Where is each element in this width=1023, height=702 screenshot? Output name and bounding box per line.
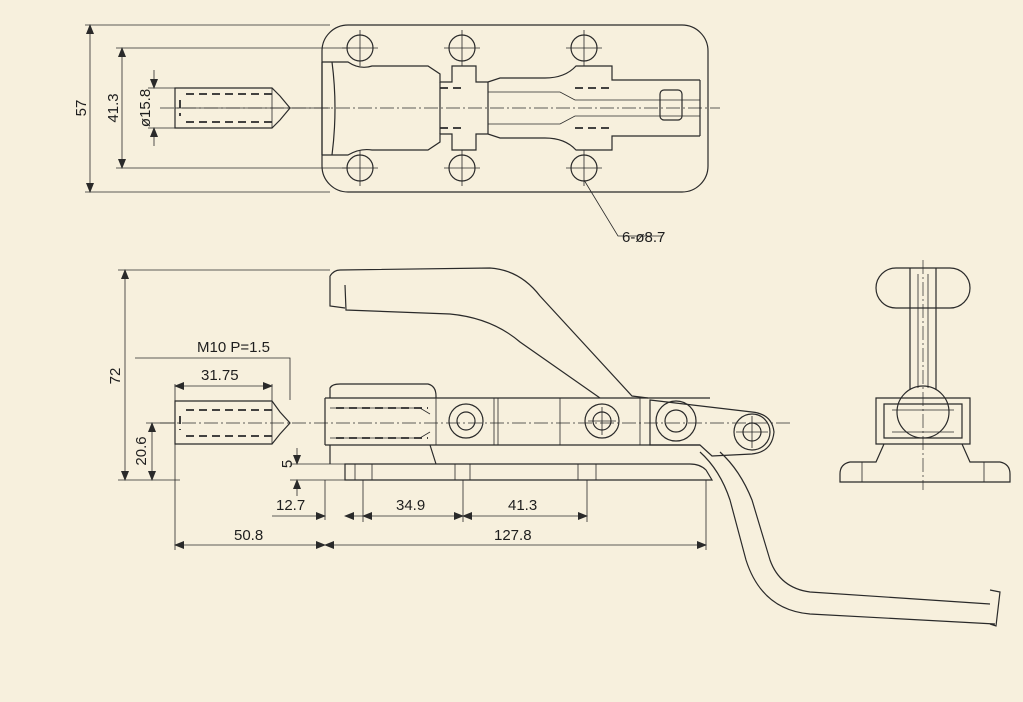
side-plunger (174, 400, 291, 445)
end-body (839, 397, 1011, 483)
dim-31-75: 31.75 (174, 367, 273, 401)
dim-5: 5 (279, 448, 345, 496)
dim-dia-15-8: ø15.8 (137, 70, 178, 146)
dim-57: 57 (73, 24, 330, 193)
side-pivots (448, 400, 771, 451)
dim-label-12-7: 12.7 (276, 497, 305, 514)
dim-label-dia-15-8: ø15.8 (137, 89, 154, 127)
dim-label-57: 57 (73, 100, 90, 117)
thread-callout: M10 P=1.5 (135, 339, 291, 400)
dim-label-127-8: 127.8 (494, 527, 532, 544)
top-base-plate (321, 24, 709, 193)
side-handle (329, 267, 1001, 627)
dim-41-3-top: 41.3 (105, 47, 350, 169)
side-view: 72 20.6 M10 P=1.5 31.75 5 (107, 267, 1001, 627)
top-view: 57 41.3 ø15.8 6-ø8.7 (73, 24, 720, 246)
dim-label-50-8: 50.8 (234, 527, 263, 544)
side-link (649, 399, 775, 457)
holes-callout: 6-ø8.7 (583, 179, 665, 246)
side-base (344, 463, 714, 481)
dim-12-7: 12.7 (272, 480, 363, 520)
dim-label-20-6: 20.6 (133, 436, 150, 465)
holes-callout-label: 6-ø8.7 (622, 229, 665, 246)
dim-label-41-3-side: 41.3 (508, 497, 537, 514)
end-view (839, 260, 1011, 490)
dim-label-31-75: 31.75 (201, 367, 239, 384)
dim-label-41-3-top: 41.3 (105, 93, 122, 122)
dim-label-5: 5 (279, 460, 296, 468)
dim-label-72: 72 (107, 368, 124, 385)
side-body (324, 383, 710, 465)
mounting-holes-top (342, 30, 602, 186)
thread-label: M10 P=1.5 (197, 339, 270, 356)
dim-label-34-9: 34.9 (396, 497, 425, 514)
dim-20-6: 20.6 (133, 422, 175, 481)
top-body (322, 61, 700, 156)
dim-50-8-127-8: 50.8 127.8 (174, 444, 707, 550)
dim-41-3-side: 41.3 (462, 497, 588, 520)
